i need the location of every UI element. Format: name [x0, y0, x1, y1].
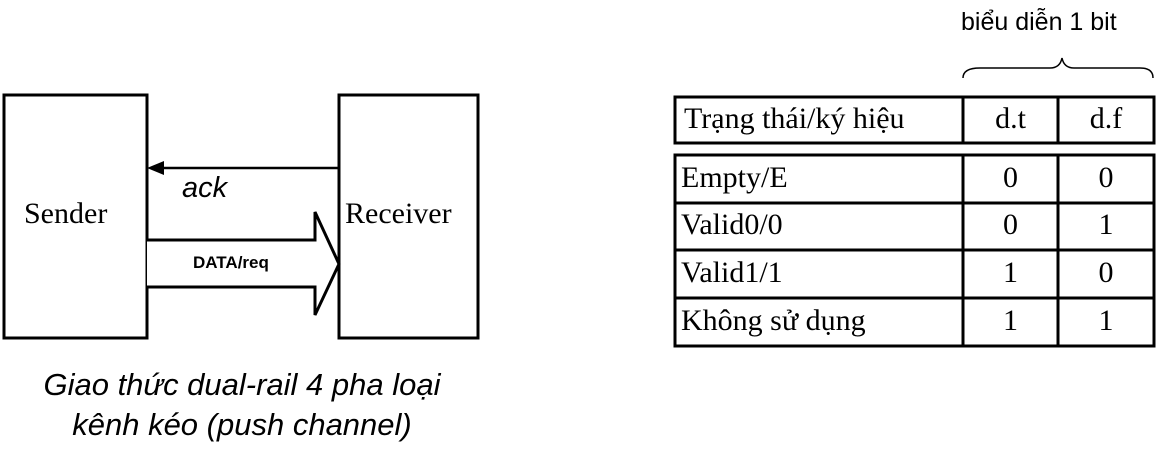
table-header-state: Trạng thái/ký hiệu — [684, 102, 905, 135]
table-header-df: d.f — [1089, 102, 1123, 135]
receiver-box — [337, 93, 480, 340]
table-cell-dt: 0 — [1003, 161, 1018, 194]
table-cell-state: Empty/E — [681, 161, 788, 194]
ack-label: ack — [182, 172, 228, 204]
table-cell-df: 0 — [1098, 256, 1114, 289]
table-header-box — [673, 95, 1156, 145]
bit-brace — [962, 57, 1154, 79]
data-bus-arrow — [147, 211, 341, 316]
ack-arrowhead — [147, 161, 164, 175]
table-header-dt: d.t — [995, 102, 1026, 135]
caption-line-1: Giao thức dual-rail 4 pha loại — [43, 367, 441, 402]
sender-label: Sender — [24, 197, 108, 230]
table-cell-df: 1 — [1098, 304, 1114, 337]
receiver-label: Receiver — [345, 197, 452, 230]
table-cell-df: 1 — [1098, 208, 1114, 241]
table-cell-state: Không sử dụng — [681, 304, 866, 337]
table-cell-dt: 1 — [1003, 256, 1018, 289]
table-cell-dt: 1 — [1003, 304, 1018, 337]
table-cell-df: 0 — [1098, 161, 1114, 194]
sender-box — [2, 93, 149, 340]
table-cell-dt: 0 — [1003, 208, 1018, 241]
table-cell-state: Valid1/1 — [681, 256, 783, 289]
table-cell-state: Valid0/0 — [681, 208, 783, 241]
brace-label: biểu diễn 1 bit — [961, 8, 1117, 36]
caption-line-2: kênh kéo (push channel) — [72, 407, 412, 442]
data-req-label: DATA/req — [193, 253, 269, 272]
